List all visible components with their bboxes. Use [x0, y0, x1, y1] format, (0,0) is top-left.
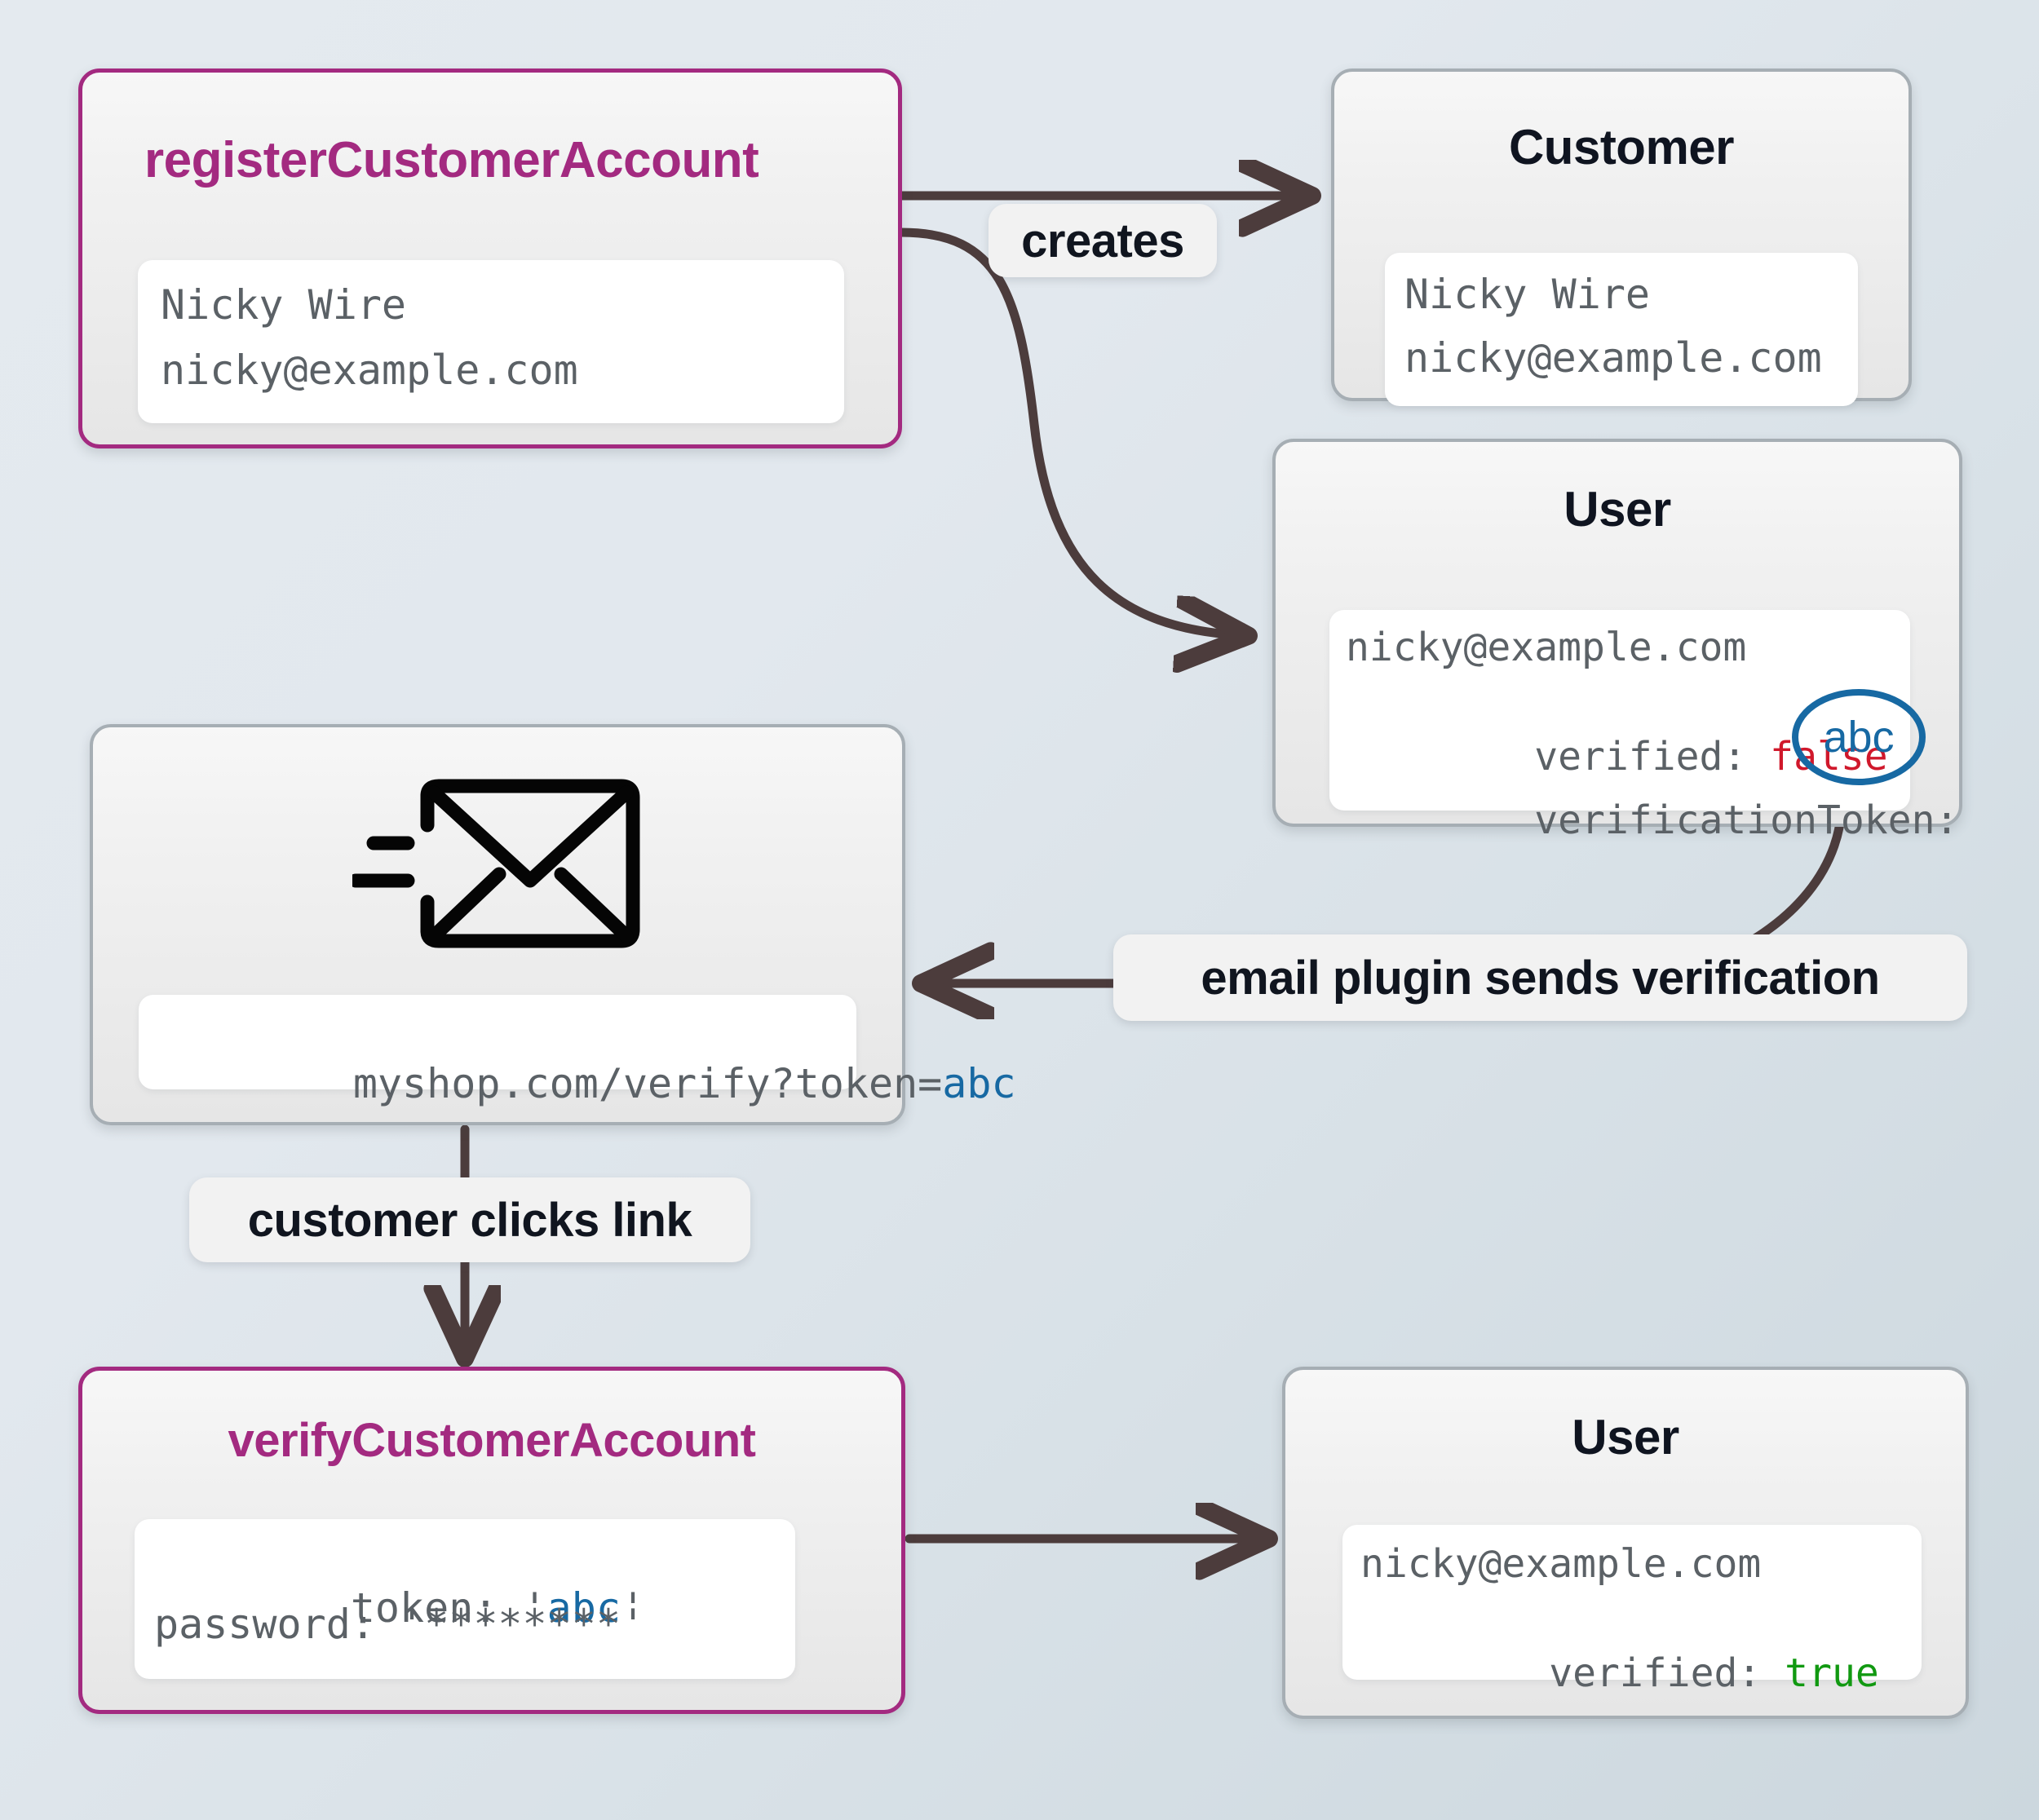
user-unverified-email: nicky@example.com — [1346, 625, 1747, 670]
edge-register-to-user — [896, 228, 1240, 635]
user-unverified-title: User — [1564, 482, 1671, 537]
verify-token-key: token: — [350, 1584, 523, 1632]
verify-token-quote-open: ' — [522, 1584, 547, 1632]
user-unverified-token-key: verificationToken: — [1534, 797, 1959, 843]
node-register-customer-account[interactable]: registerCustomerAccount Nicky Wire nicky… — [78, 68, 902, 448]
verify-token-value: abc — [546, 1584, 621, 1632]
register-fields-panel: Nicky Wire nicky@example.com — [138, 260, 844, 423]
verify-fields-panel: token: 'abc' password: '********' — [135, 1519, 795, 1679]
edge-label-creates: creates — [989, 204, 1217, 277]
user-verified-verified-value: true — [1785, 1650, 1879, 1696]
email-link-panel[interactable]: myshop.com/verify?token=abc — [139, 995, 1016, 1107]
edge-label-email-plugin: email plugin sends verification — [1113, 934, 1967, 1021]
verify-token-quote-close: ' — [620, 1584, 646, 1632]
node-email-message[interactable]: myshop.com/verify?token=abc — [90, 724, 1016, 1125]
envelope-send-icon — [348, 778, 646, 949]
node-user-verified[interactable]: User nicky@example.com verified: true — [1282, 1367, 1969, 1719]
user-unverified-verified-key: verified: — [1534, 734, 1771, 780]
node-verify-customer-account[interactable]: verifyCustomerAccount token: 'abc' passw… — [78, 1367, 905, 1714]
user-verified-title: User — [1572, 1410, 1679, 1464]
customer-fields-panel: Nicky Wire nicky@example.com — [1385, 253, 1858, 406]
customer-line-2: nicky@example.com — [1404, 334, 1822, 382]
register-line-1: Nicky Wire — [161, 281, 407, 329]
register-title: registerCustomerAccount — [144, 132, 759, 188]
user-verified-email: nicky@example.com — [1360, 1541, 1762, 1587]
verify-password-line: password: '********' — [154, 1601, 646, 1648]
customer-title: Customer — [1508, 120, 1735, 174]
user-verified-verified-key: verified: — [1549, 1650, 1785, 1696]
email-link-token: abc — [942, 1060, 1016, 1107]
register-line-2: nicky@example.com — [161, 347, 578, 394]
email-link-prefix: myshop.com/verify?token= — [352, 1060, 943, 1107]
node-customer[interactable]: Customer Nicky Wire nicky@example.com — [1331, 68, 1912, 406]
user-verified-fields-panel: nicky@example.com verified: true — [1342, 1525, 1922, 1696]
edge-label-customer-clicks-link: customer clicks link — [189, 1177, 750, 1262]
customer-line-1: Nicky Wire — [1404, 271, 1651, 318]
verify-title: verifyCustomerAccount — [228, 1414, 756, 1467]
user-unverified-fields-panel: nicky@example.com verified: false verifi… — [1329, 610, 1958, 843]
node-user-unverified[interactable]: User nicky@example.com verified: false v… — [1272, 439, 1962, 843]
